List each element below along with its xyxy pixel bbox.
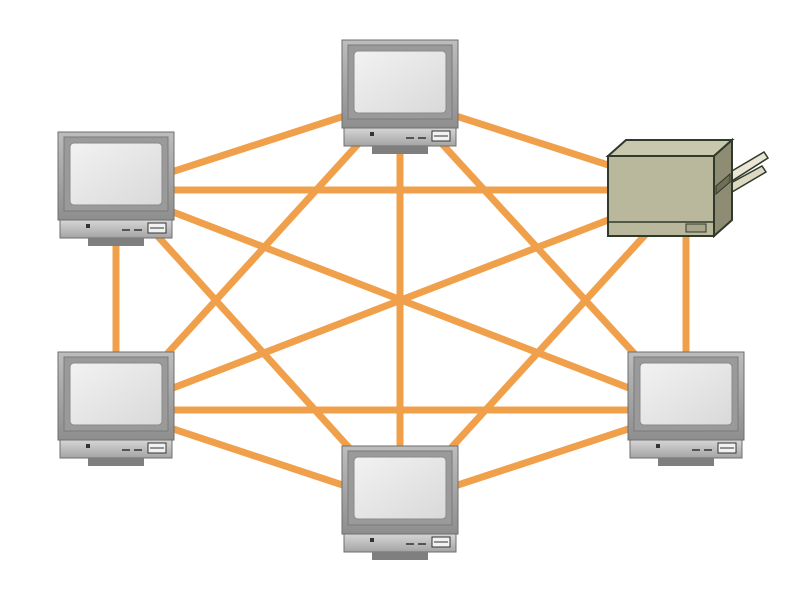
monitor-screen xyxy=(69,362,163,426)
computer-stand xyxy=(658,458,714,466)
printer-top xyxy=(605,139,735,157)
monitor-screen xyxy=(69,142,163,206)
desktop-computer-icon xyxy=(341,445,459,560)
power-led xyxy=(86,444,90,448)
printer-output-slot xyxy=(685,223,707,233)
monitor-screen xyxy=(353,456,447,520)
power-led xyxy=(86,224,90,228)
monitor-screen xyxy=(353,50,447,114)
monitor-screen xyxy=(639,362,733,426)
printer-icon xyxy=(605,137,770,239)
power-led xyxy=(370,538,374,542)
printer-feed-slot xyxy=(715,172,731,196)
nodes-layer xyxy=(57,39,770,560)
desktop-computer-icon xyxy=(627,351,745,466)
links-layer xyxy=(112,94,690,508)
desktop-computer-icon xyxy=(57,351,175,466)
computer-stand xyxy=(372,552,428,560)
desktop-computer-icon xyxy=(341,39,459,154)
desktop-computer-icon xyxy=(57,131,175,246)
link-device-right-upper-to-computer-left-lower xyxy=(114,186,688,414)
power-led xyxy=(656,444,660,448)
power-led xyxy=(370,132,374,136)
computer-stand xyxy=(88,238,144,246)
computer-stand xyxy=(372,146,428,154)
computer-stand xyxy=(88,458,144,466)
